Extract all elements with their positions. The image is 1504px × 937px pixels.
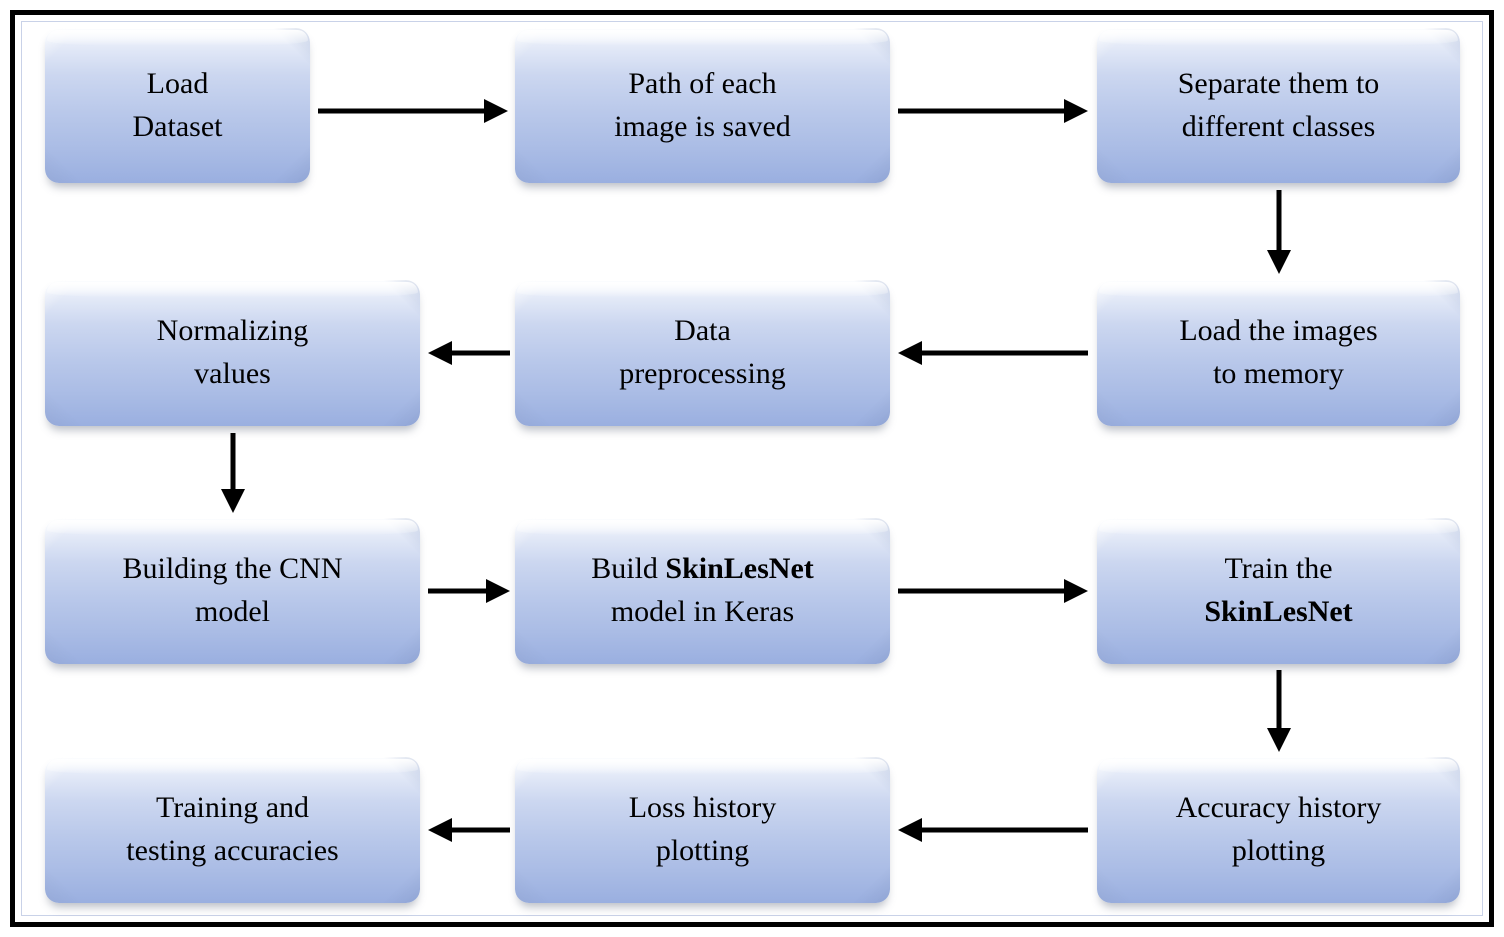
arrow-load-images-memory-to-data-preprocessing bbox=[898, 338, 1088, 368]
arrow-building-cnn-model-to-build-skinlesnet bbox=[428, 576, 510, 606]
node-loss-history-plotting-line1: Loss history bbox=[628, 791, 777, 825]
node-building-cnn-model[interactable]: Building the CNN model bbox=[45, 518, 420, 664]
node-build-skinlesnet[interactable]: Build SkinLesNet model in Keras bbox=[515, 518, 890, 664]
arrow-separate-classes-to-load-images-memory bbox=[1264, 190, 1294, 274]
node-load-images-memory[interactable]: Load the images to memory bbox=[1097, 280, 1460, 426]
node-normalizing-values-label: Normalizing values bbox=[147, 310, 319, 395]
node-building-cnn-model-line1: Building the CNN bbox=[122, 552, 343, 586]
node-path-saved-label: Path of each image is saved bbox=[604, 63, 801, 148]
node-train-skinlesnet-label: Train the SkinLesNet bbox=[1194, 548, 1362, 633]
node-build-skinlesnet-line1-bold: SkinLesNet bbox=[665, 552, 814, 586]
arrow-loss-history-to-training-testing-accuracies bbox=[428, 815, 510, 845]
node-loss-history-plotting-line2: plotting bbox=[655, 834, 750, 867]
node-separate-classes[interactable]: Separate them to different classes bbox=[1097, 28, 1460, 183]
arrow-normalizing-values-to-building-cnn-model bbox=[218, 433, 248, 513]
node-accuracy-history-plotting-label: Accuracy history plotting bbox=[1166, 787, 1392, 872]
node-load-images-memory-line2: to memory bbox=[1213, 357, 1344, 390]
node-data-preprocessing[interactable]: Data preprocessing bbox=[515, 280, 890, 426]
node-normalizing-values[interactable]: Normalizing values bbox=[45, 280, 420, 426]
node-load-dataset-line1: Load bbox=[146, 66, 209, 100]
node-accuracy-history-plotting-line2: plotting bbox=[1231, 834, 1326, 867]
node-data-preprocessing-label: Data preprocessing bbox=[609, 310, 796, 395]
node-loss-history-plotting[interactable]: Loss history plotting bbox=[515, 757, 890, 903]
node-path-saved-line1: Path of each bbox=[628, 66, 777, 100]
node-building-cnn-model-label: Building the CNN model bbox=[112, 548, 352, 633]
node-data-preprocessing-line1: Data bbox=[674, 314, 731, 348]
node-path-saved-line2: image is saved bbox=[614, 109, 791, 143]
arrow-load-dataset-to-path-saved bbox=[318, 96, 508, 126]
node-train-skinlesnet-line1: Train the bbox=[1224, 552, 1333, 586]
node-loss-history-plotting-label: Loss history plotting bbox=[619, 787, 787, 872]
node-training-testing-accuracies[interactable]: Training and testing accuracies bbox=[45, 757, 420, 903]
node-load-dataset-label: Load Dataset bbox=[123, 63, 233, 148]
node-training-testing-accuracies-line2: testing accuracies bbox=[126, 834, 339, 867]
node-separate-classes-label: Separate them to different classes bbox=[1168, 63, 1390, 148]
node-train-skinlesnet-line2-bold: SkinLesNet bbox=[1204, 595, 1353, 628]
node-build-skinlesnet-line1: Build bbox=[591, 552, 666, 586]
node-build-skinlesnet-label: Build SkinLesNet model in Keras bbox=[581, 548, 824, 633]
arrow-accuracy-history-to-loss-history bbox=[898, 815, 1088, 845]
node-normalizing-values-line2: values bbox=[194, 357, 271, 390]
node-accuracy-history-plotting-line1: Accuracy history bbox=[1175, 791, 1382, 825]
node-train-skinlesnet[interactable]: Train the SkinLesNet bbox=[1097, 518, 1460, 664]
node-separate-classes-line1: Separate them to bbox=[1177, 66, 1380, 100]
node-path-saved[interactable]: Path of each image is saved bbox=[515, 28, 890, 183]
arrow-train-skinlesnet-to-accuracy-history-plotting bbox=[1264, 670, 1294, 752]
node-load-dataset-line2: Dataset bbox=[132, 109, 223, 143]
node-data-preprocessing-line2: preprocessing bbox=[619, 357, 786, 390]
node-accuracy-history-plotting[interactable]: Accuracy history plotting bbox=[1097, 757, 1460, 903]
node-training-testing-accuracies-label: Training and testing accuracies bbox=[116, 787, 348, 872]
node-training-testing-accuracies-line1: Training and bbox=[155, 791, 310, 825]
arrow-build-skinlesnet-to-train-skinlesnet bbox=[898, 576, 1088, 606]
node-normalizing-values-line1: Normalizing bbox=[156, 314, 309, 348]
node-load-images-memory-label: Load the images to memory bbox=[1169, 310, 1387, 395]
node-build-skinlesnet-line2: model in Keras bbox=[610, 595, 795, 628]
arrow-data-preprocessing-to-normalizing-values bbox=[428, 338, 510, 368]
arrow-path-saved-to-separate-classes bbox=[898, 96, 1088, 126]
node-separate-classes-line2: different classes bbox=[1181, 109, 1376, 143]
node-load-images-memory-line1: Load the images bbox=[1179, 314, 1378, 348]
node-building-cnn-model-line2: model bbox=[194, 595, 270, 628]
node-load-dataset[interactable]: Load Dataset bbox=[45, 28, 310, 183]
